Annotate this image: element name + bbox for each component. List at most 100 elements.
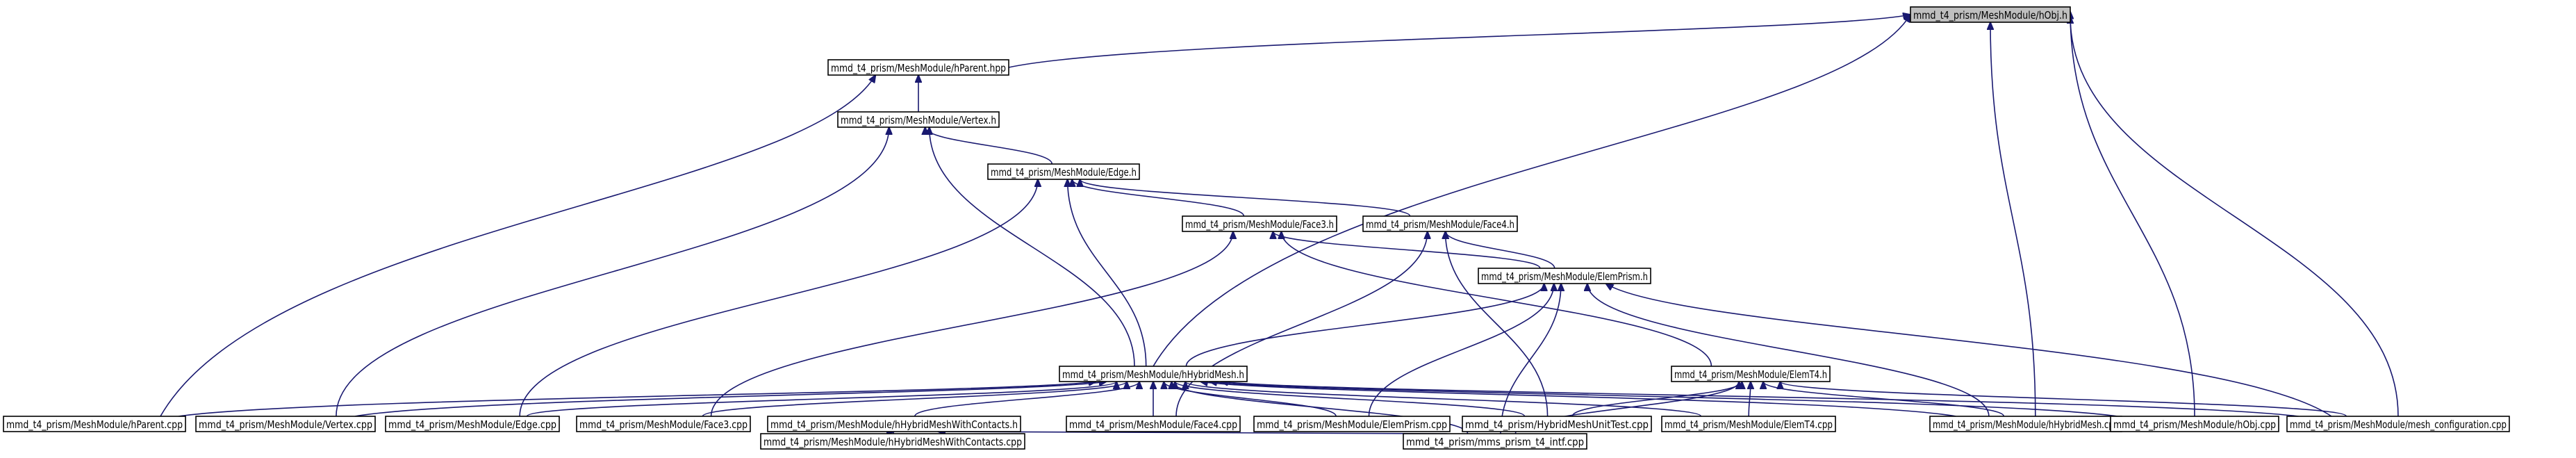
edge-hhybridmesh_h-to-hobj_h: [1153, 15, 1910, 367]
node-box: [1253, 416, 1451, 432]
edge-face3_h-to-edge_h: [1072, 179, 1245, 217]
node-label: mmd_t4_prism/MeshModule/Edge.h: [991, 166, 1137, 179]
edge-elemt4_cpp-to-hhybridmesh_h: [1185, 382, 1702, 417]
node-label: mmd_t4_prism/MeshModule/Vertex.h: [841, 114, 996, 127]
node-hparent-hpp[interactable]: mmd_t4_prism/MeshModule/hParent.hpp: [827, 59, 1009, 76]
node-box: [385, 416, 560, 432]
node-label: mmd_t4_prism/MeshModule/Face4.h: [1366, 218, 1514, 231]
edge-meshconf_cpp-to-hhybridmesh_h: [1221, 382, 2299, 417]
edge-edge_cpp-to-hhybridmesh_h: [526, 382, 1116, 417]
node-elemprism-h[interactable]: mmd_t4_prism/MeshModule/ElemPrism.h: [1478, 268, 1651, 284]
node-box: [987, 163, 1140, 180]
edge-face3_cpp-to-face3_h: [710, 231, 1233, 417]
edge-elemprism_h-to-face4_h: [1446, 231, 1555, 269]
node-label: mmd_t4_prism/HybridMeshUnitTest.cpp: [1465, 418, 1649, 432]
node-hhmwc-cpp[interactable]: mmd_t4_prism/MeshModule/hHybridMeshWithC…: [760, 433, 1025, 450]
edge-hparent_cpp-to-hhybridmesh_h: [178, 382, 1096, 417]
node-vertex-h[interactable]: mmd_t4_prism/MeshModule/Vertex.h: [837, 111, 1000, 128]
node-box: [1661, 416, 1836, 432]
node-label: mmd_t4_prism/MeshModule/ElemT4.h: [1674, 368, 1827, 382]
node-hobj-cpp[interactable]: mmd_t4_prism/MeshModule/hObj.cpp: [2110, 416, 2279, 432]
node-label: mmd_t4_prism/MeshModule/hObj.h: [1913, 9, 2067, 22]
node-box: [1910, 6, 2071, 23]
node-vertex-cpp[interactable]: mmd_t4_prism/MeshModule/Vertex.cpp: [195, 416, 376, 432]
edge-elemprism_cpp-to-elemprism_h: [1368, 284, 1554, 417]
edge-hhybridmesh_cpp-to-elemprism_h: [1587, 284, 1990, 417]
node-mms-intf-cpp[interactable]: mmd_t4_prism/mms_prism_t4_intf.cpp: [1403, 433, 1587, 450]
node-box: [1462, 416, 1652, 432]
node-box: [1478, 268, 1651, 284]
node-face4-h[interactable]: mmd_t4_prism/MeshModule/Face4.h: [1362, 215, 1518, 232]
node-label: mmd_t4_prism/MeshModule/hParent.hpp: [831, 62, 1006, 75]
edge-vertex_cpp-to-vertex_h: [336, 127, 889, 417]
edge-hhybridmesh_h-to-vertex_h: [930, 127, 1135, 367]
edge-hhmwc_h-to-hhybridmesh_h: [914, 382, 1139, 417]
nodes-layer: mmd_t4_prism/MeshModule/hObj.h mmd_t4_pri…: [3, 6, 2510, 450]
node-box: [1403, 433, 1587, 450]
node-hhybridmesh-h[interactable]: mmd_t4_prism/MeshModule/hHybridMesh.h: [1059, 366, 1248, 382]
node-label: mmd_t4_prism/MeshModule/mesh_configurati…: [2290, 418, 2507, 432]
node-edge-cpp[interactable]: mmd_t4_prism/MeshModule/Edge.cpp: [385, 416, 560, 432]
node-label: mmd_t4_prism/MeshModule/Vertex.cpp: [199, 418, 372, 432]
node-box: [576, 416, 751, 432]
node-label: mmd_t4_prism/MeshModule/ElemPrism.cpp: [1257, 418, 1447, 432]
node-edge-h[interactable]: mmd_t4_prism/MeshModule/Edge.h: [987, 163, 1140, 180]
node-label: mmd_t4_prism/MeshModule/hHybridMeshWithC…: [763, 436, 1022, 449]
edge-hhybridmesh_cpp-to-hobj_h: [1990, 22, 2036, 417]
node-box: [1362, 215, 1518, 232]
edge-meshconf_cpp-to-elemprism_h: [1606, 284, 2332, 417]
edge-hparent_hpp-to-hobj_h: [1008, 15, 1910, 68]
edge-elemt4_cpp-to-elemt4_h: [1749, 382, 1751, 417]
node-label: mmd_t4_prism/MeshModule/Face3.h: [1185, 218, 1334, 231]
node-label: mmd_t4_prism/MeshModule/ElemT4.cpp: [1665, 418, 1833, 432]
node-hparent-cpp[interactable]: mmd_t4_prism/MeshModule/hParent.cpp: [3, 416, 186, 432]
edge-face4_cpp-to-face4_h: [1175, 231, 1428, 417]
edge-meshconf_cpp-to-elemt4_h: [1781, 382, 2347, 417]
edge-hhybridmesh_h-to-elemprism_h: [1185, 284, 1544, 367]
node-hhmwc-h[interactable]: mmd_t4_prism/MeshModule/hHybridMeshWithC…: [767, 416, 1021, 432]
edge-elemt4_h-to-face3_h: [1281, 231, 1712, 367]
node-label: mmd_t4_prism/MeshModule/Face3.cpp: [579, 418, 748, 432]
node-box: [767, 416, 1021, 432]
edge-meshconf_cpp-to-hobj_h: [2070, 16, 2399, 417]
node-elemt4-cpp[interactable]: mmd_t4_prism/MeshModule/ElemT4.cpp: [1661, 416, 1836, 432]
node-box: [1182, 215, 1337, 232]
node-face4-cpp[interactable]: mmd_t4_prism/MeshModule/Face4.cpp: [1066, 416, 1241, 432]
edge-hhybridmesh_h-to-edge_h: [1068, 179, 1147, 367]
node-box: [195, 416, 376, 432]
node-hhybridmesh-cpp[interactable]: mmd_t4_prism/MeshModule/hHybridMesh.cpp: [1929, 416, 2122, 432]
node-label: mmd_t4_prism/MeshModule/hParent.cpp: [6, 418, 183, 432]
edge-hobj_cpp-to-hhybridmesh_h: [1209, 382, 2118, 417]
node-label: mmd_t4_prism/MeshModule/hHybridMesh.h: [1062, 368, 1244, 382]
node-label: mmd_t4_prism/MeshModule/hObj.cpp: [2113, 418, 2276, 432]
node-label: mmd_t4_prism/MeshModule/Face4.cpp: [1069, 418, 1237, 432]
edge-face4_h-to-edge_h: [1080, 179, 1411, 217]
node-hobj-h: mmd_t4_prism/MeshModule/hObj.h: [1910, 6, 2071, 23]
node-box: [837, 111, 1000, 128]
node-label: mmd_t4_prism/MeshModule/hHybridMeshWithC…: [770, 418, 1018, 432]
node-box: [2110, 416, 2279, 432]
node-box: [1671, 366, 1831, 382]
edge-unittest_cpp-to-face4_h: [1446, 231, 1549, 417]
edge-hparent_cpp-to-hparent_hpp: [160, 75, 875, 417]
node-box: [2286, 416, 2510, 432]
node-face3-cpp[interactable]: mmd_t4_prism/MeshModule/Face3.cpp: [576, 416, 751, 432]
node-elemt4-h[interactable]: mmd_t4_prism/MeshModule/ElemT4.h: [1671, 366, 1831, 382]
node-label: mmd_t4_prism/mms_prism_t4_intf.cpp: [1406, 436, 1584, 449]
edge-edge_h-to-vertex_h: [925, 127, 1053, 165]
node-face3-h[interactable]: mmd_t4_prism/MeshModule/Face3.h: [1182, 215, 1337, 232]
node-box: [1066, 416, 1241, 432]
node-unittest-cpp[interactable]: mmd_t4_prism/HybridMeshUnitTest.cpp: [1462, 416, 1652, 432]
node-box: [3, 416, 186, 432]
node-label: mmd_t4_prism/MeshModule/ElemPrism.h: [1481, 270, 1648, 284]
edge-hobj_cpp-to-hobj_h: [2070, 12, 2195, 417]
edge-edge_cpp-to-edge_h: [519, 179, 1038, 417]
edge-vertex_cpp-to-hhybridmesh_h: [354, 382, 1107, 417]
edge-hhybridmesh_cpp-to-hhybridmesh_h: [1200, 382, 1956, 417]
node-label: mmd_t4_prism/MeshModule/hHybridMesh.cpp: [1933, 418, 2119, 432]
edge-unittest_cpp-to-hhybridmesh_h: [1175, 382, 1526, 417]
node-elemprism-cpp[interactable]: mmd_t4_prism/MeshModule/ElemPrism.cpp: [1253, 416, 1451, 432]
node-meshconf-cpp[interactable]: mmd_t4_prism/MeshModule/mesh_configurati…: [2286, 416, 2510, 432]
edge-hhybridmesh_cpp-to-elemt4_h: [1763, 382, 2005, 417]
